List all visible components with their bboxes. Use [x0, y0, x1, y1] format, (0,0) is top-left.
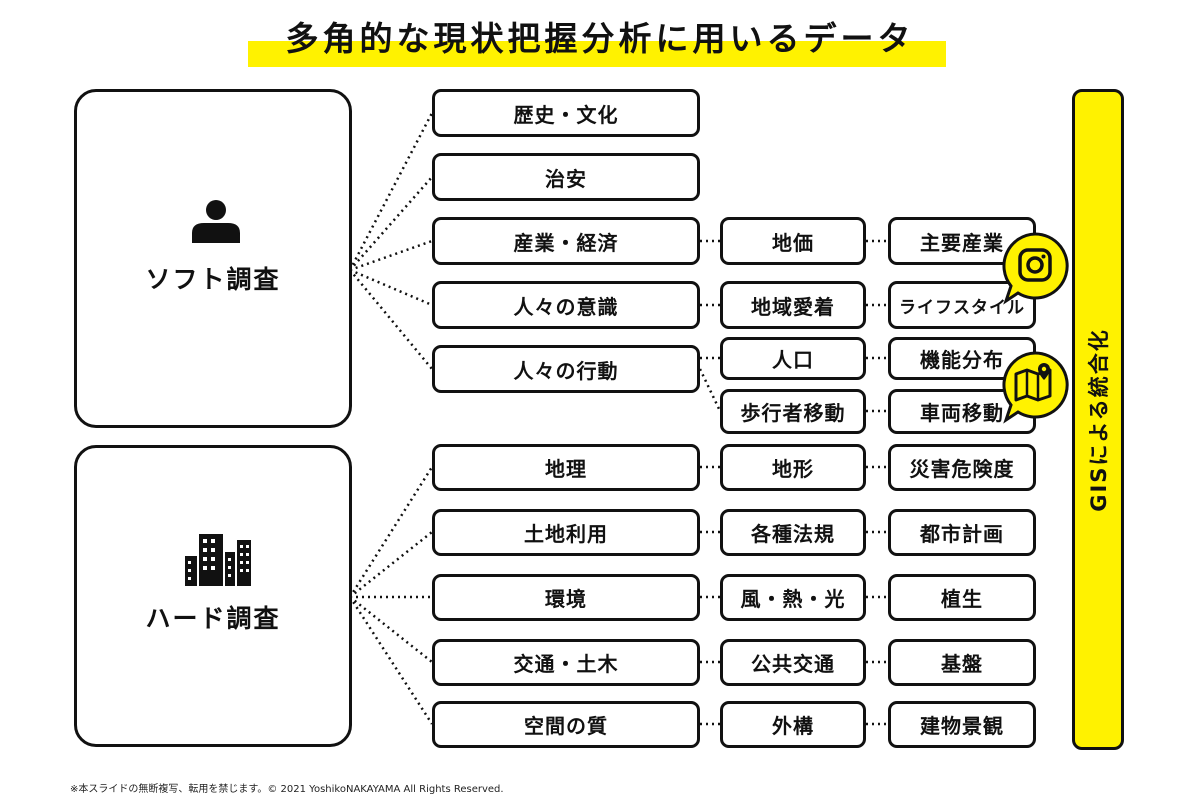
item-public-transport: 公共交通 [720, 639, 866, 686]
item-terrain: 地形 [720, 444, 866, 491]
person-icon [192, 200, 240, 243]
gis-label: GISによる統合化 [1087, 327, 1111, 512]
item-wind-heat-light: 風・熱・光 [720, 574, 866, 621]
buildings-icon [185, 534, 251, 586]
item-pedestrian-movement: 歩行者移動 [720, 389, 866, 434]
item-transport-civil: 交通・土木 [432, 639, 700, 686]
item-urban-planning: 都市計画 [888, 509, 1036, 556]
item-land-price: 地価 [720, 217, 866, 265]
page-title: 多角的な現状把握分析に用いるデータ [285, 19, 915, 58]
soft-survey-label: ソフト調査 [145, 265, 281, 294]
item-lifestyle: ライフスタイル [888, 281, 1036, 329]
item-history-culture: 歴史・文化 [432, 89, 700, 137]
item-exterior: 外構 [720, 701, 866, 748]
soft-survey-box: ソフト調査 [74, 89, 352, 428]
item-disaster-risk: 災害危険度 [888, 444, 1036, 491]
map-pin-icon [1002, 351, 1069, 424]
item-function-distribution: 機能分布 [888, 337, 1036, 380]
item-public-safety: 治安 [432, 153, 700, 201]
item-population: 人口 [720, 337, 866, 380]
item-building-landscape: 建物景観 [888, 701, 1036, 748]
item-geography: 地理 [432, 444, 700, 491]
hard-survey-label: ハード調査 [145, 604, 281, 633]
gis-integration-bar: GISによる統合化 [1072, 89, 1124, 750]
item-people-awareness: 人々の意識 [432, 281, 700, 329]
item-people-behavior: 人々の行動 [432, 345, 700, 393]
hard-survey-box: ハード調査 [74, 445, 352, 747]
item-vegetation: 植生 [888, 574, 1036, 621]
item-environment: 環境 [432, 574, 700, 621]
item-infrastructure: 基盤 [888, 639, 1036, 686]
title-highlight [248, 41, 946, 67]
item-local-attachment: 地域愛着 [720, 281, 866, 329]
item-spatial-quality: 空間の質 [432, 701, 700, 748]
item-industry-economy: 産業・経済 [432, 217, 700, 265]
copyright-footer: ※本スライドの無断複写、転用を禁じます。© 2021 YoshikoNAKAYA… [70, 784, 504, 795]
instagram-icon [1002, 232, 1069, 305]
item-land-use: 土地利用 [432, 509, 700, 556]
item-regulations: 各種法規 [720, 509, 866, 556]
